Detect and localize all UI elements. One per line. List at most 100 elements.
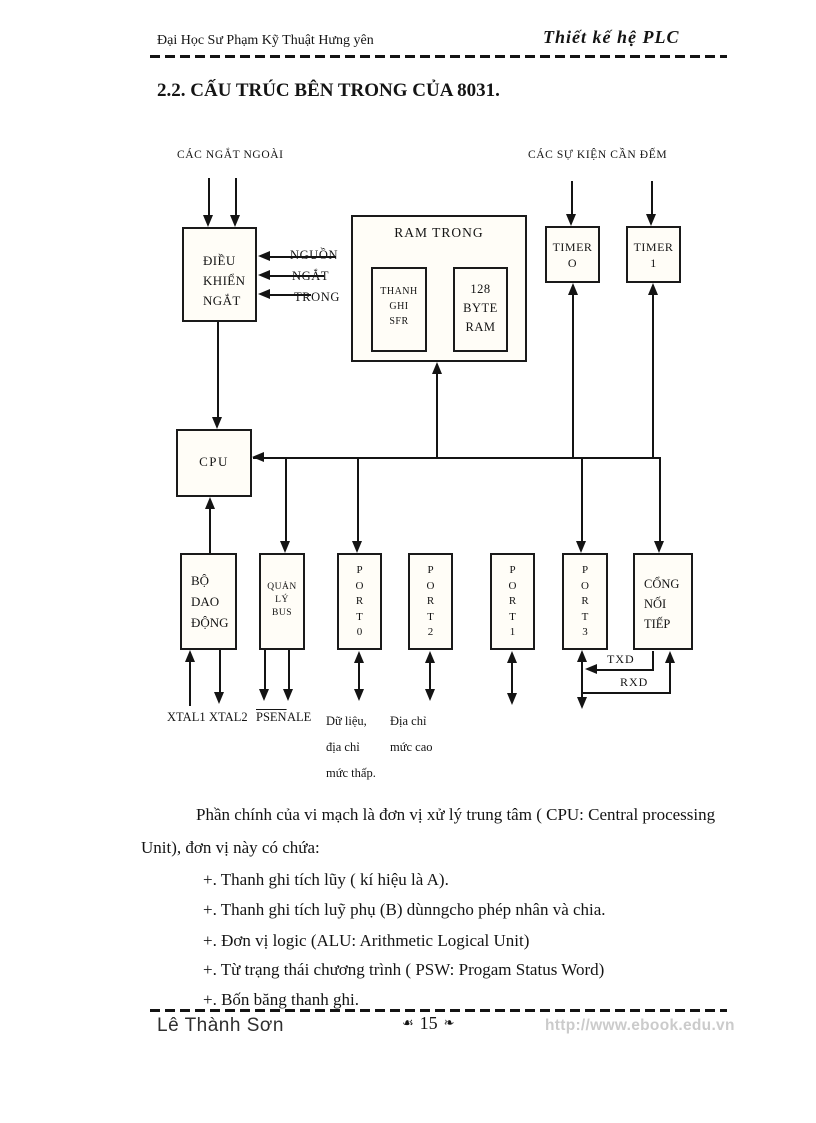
bus-timer1-head (648, 283, 658, 295)
bus-timer0-line (572, 294, 574, 457)
bus-ram-head (432, 362, 442, 374)
bus-port3-head (576, 541, 586, 553)
header-school: Đại Học Sư Phạm Kỹ Thuật Hưng yên (157, 33, 374, 48)
arrow-count-timer0-head (566, 214, 576, 226)
arrow-port0-down-head (354, 689, 364, 701)
bus-port0-head (352, 541, 362, 553)
arrow-port2-down-head (425, 689, 435, 701)
arrow-ngat-line (269, 275, 324, 277)
arrow-port2-line (429, 661, 431, 690)
arrow-trong-line (269, 294, 311, 296)
arrow-ale-head (283, 689, 293, 701)
bus-port0-line (357, 459, 359, 541)
bus-busmgr-line (285, 459, 287, 541)
rxd-vline (669, 662, 671, 693)
bus-cpu-head (252, 452, 264, 462)
bus-timer1-line (652, 294, 654, 457)
arrow-trong-head (258, 289, 270, 299)
bus-port3-line (581, 459, 583, 541)
arrow-count-timer0-line (571, 181, 573, 215)
label-external-interrupts: CÁC NGẮT NGOÀI (177, 149, 284, 161)
body-item-2: +. Thanh ghi tích luỹ phụ (B) dùnngcho p… (203, 900, 606, 919)
block-cpu-label: CPU (199, 454, 229, 469)
arrow-port0-up-head (354, 651, 364, 663)
footer-author: Lê Thành Sơn (157, 1015, 284, 1036)
txd-head (585, 664, 597, 674)
arrow-xtal1-line (189, 661, 191, 706)
connector-osc-cpu-head (205, 497, 215, 509)
arrow-psen-line (264, 650, 266, 690)
bus-timer0-head (568, 283, 578, 295)
arrow-port2-up-head (425, 651, 435, 663)
arrow-count-timer1-head (646, 214, 656, 226)
rxd-head (665, 651, 675, 663)
txd-hline (596, 669, 654, 671)
label-psen: PSEN (256, 710, 287, 724)
arrow-ext-int-1-line (208, 178, 210, 216)
txd-vline (652, 651, 654, 671)
connector-intctl-cpu-head (212, 417, 222, 429)
footer-page-number: 15 (419, 1013, 438, 1033)
label-xtal1: XTAL1 (167, 710, 206, 724)
section-title: 2.2. CẤU TRÚC BÊN TRONG CỦA 8031. (157, 80, 500, 101)
header-doc-title: Thiết kế hệ PLC (543, 27, 680, 47)
arrow-port3-down-head (577, 697, 587, 709)
label-count-events: CÁC SỰ KIỆN CẦN ĐẾM (528, 149, 668, 161)
arrow-count-timer1-line (651, 181, 653, 215)
footer-ornament-right-icon: ❧ (443, 1016, 455, 1031)
bus-ram-line (436, 373, 438, 457)
label-xtal2: XTAL2 (209, 710, 248, 724)
label-ale: ALE (287, 710, 312, 724)
arrow-psen-head (259, 689, 269, 701)
block-ram-internal-title: RAM TRONG (394, 225, 484, 240)
arrow-ale-line (288, 650, 290, 690)
arrow-xtal1-head (185, 650, 195, 662)
arrow-port3-up-head (577, 650, 587, 662)
arrow-ngat-head (258, 270, 270, 280)
footer-watermark: http://www.ebook.edu.vn (545, 1017, 735, 1034)
label-trong: TRONG (294, 290, 341, 304)
arrow-port1-line (511, 661, 513, 694)
body-paragraph-line-2: Unit), đơn vị này có chứa: (141, 838, 320, 857)
label-ngat: NGẮT (292, 269, 330, 283)
body-paragraph-line-1: Phần chính của vi mạch là đơn vị xử lý t… (196, 805, 716, 824)
header-divider (150, 55, 727, 58)
arrow-ext-int-2-head (230, 215, 240, 227)
arrow-xtal2-head (214, 692, 224, 704)
arrow-port0-line (358, 661, 360, 690)
bus-serial-line (659, 459, 661, 541)
connector-intctl-cpu-line (217, 322, 219, 418)
footer-page-number-group: ☙ 15 ❧ (402, 1013, 455, 1034)
arrow-port3-line (581, 660, 583, 698)
arrow-port1-up-head (507, 651, 517, 663)
body-item-5: +. Bốn băng thanh ghi. (203, 990, 359, 1009)
label-txd: TXD (607, 652, 635, 666)
body-item-1: +. Thanh ghi tích lũy ( kí hiệu là A). (203, 870, 449, 889)
connector-osc-cpu-line (209, 508, 211, 553)
arrow-ext-int-2-line (235, 178, 237, 216)
label-rxd: RXD (620, 675, 649, 689)
bus-line (253, 457, 661, 459)
block-cpu: CPU (176, 429, 252, 497)
arrow-nguon-line (269, 256, 336, 258)
label-nguon: NGUỒN (290, 248, 339, 262)
